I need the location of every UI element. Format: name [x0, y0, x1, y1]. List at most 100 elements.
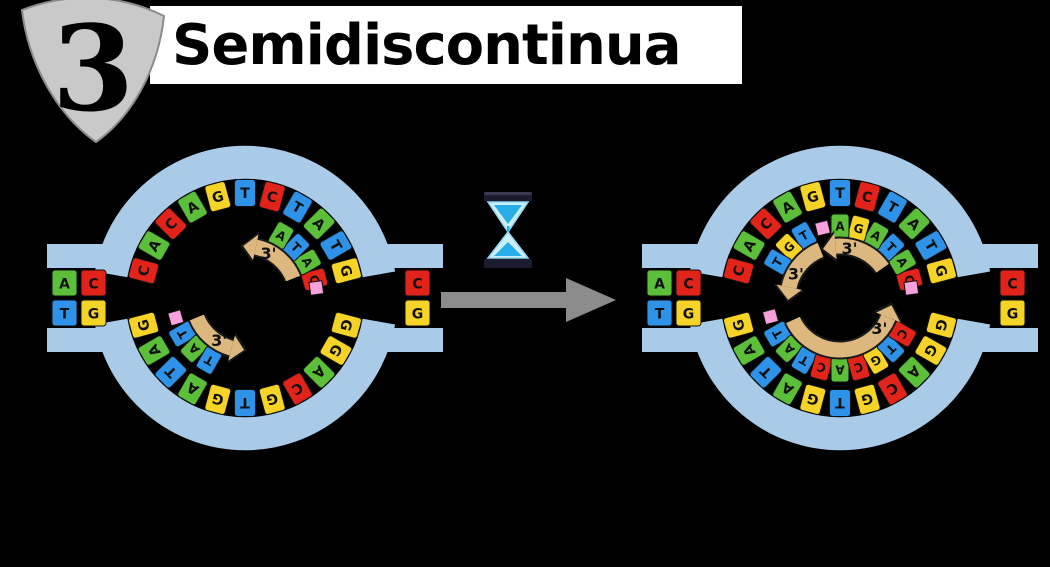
base-tile: A: [137, 335, 171, 366]
base-tile: G: [853, 383, 881, 415]
base-letter: G: [805, 389, 820, 407]
base-tile: T: [319, 230, 353, 261]
base-tile: A: [830, 357, 850, 383]
base-tile: C: [282, 372, 313, 406]
badge-number: 3: [52, 0, 134, 138]
base-letter: A: [835, 363, 845, 377]
base-tile: [404, 269, 431, 297]
base-letter: G: [336, 263, 354, 278]
base-tile: G: [330, 257, 362, 285]
synthesis-arrow-head: [776, 284, 802, 300]
base-tile: C: [877, 372, 908, 406]
synthesis-arrow: [781, 242, 824, 290]
base-tile: T: [234, 179, 256, 207]
base-tile: T: [876, 232, 906, 262]
base-tile: C: [128, 257, 160, 285]
base-letter: A: [59, 277, 70, 293]
base-letter: G: [730, 317, 748, 332]
base-tile: C: [154, 207, 188, 241]
badge-shape: [20, 0, 166, 144]
dna-strand-stub: [978, 328, 1038, 352]
base-tile: A: [774, 334, 804, 364]
transition-arrow-icon: [441, 278, 616, 322]
rna-primer: [167, 309, 185, 327]
base-tile: A: [179, 334, 209, 364]
base-letter: C: [88, 277, 98, 293]
hourglass-sand-bottom: [494, 242, 522, 256]
base-letter: G: [210, 188, 225, 206]
base-tile: T: [234, 389, 256, 417]
synthesis-arrow: [834, 238, 889, 273]
rna-primer: [761, 308, 780, 326]
base-tile: [675, 299, 702, 327]
base-tile: A: [897, 355, 931, 389]
base-letter: C: [815, 359, 827, 375]
base-tile: G: [846, 214, 871, 243]
base-letter: G: [135, 317, 153, 332]
base-tile: C: [723, 257, 755, 285]
base-tile: [51, 269, 78, 297]
base-letter: G: [931, 263, 949, 278]
base-tile: A: [897, 207, 931, 241]
rna-primer: [903, 280, 920, 296]
base-tile: A: [772, 190, 803, 224]
base-tile: A: [772, 372, 803, 406]
hourglass-sand-top: [494, 205, 522, 224]
base-tile: C: [809, 353, 834, 382]
base-tile: G: [799, 383, 827, 415]
base-letter: T: [240, 186, 250, 202]
title-banner: Semidiscontinua: [150, 6, 742, 84]
base-tile: G: [204, 181, 232, 213]
base-letter: G: [210, 389, 225, 407]
base-tile: T: [749, 355, 783, 389]
base-tile: T: [829, 389, 851, 417]
base-letter: G: [683, 307, 695, 323]
base-letter: A: [654, 277, 665, 293]
base-letter: T: [655, 307, 665, 323]
base-tile: C: [846, 353, 871, 382]
rna-primer: [308, 280, 325, 296]
base-tile: C: [258, 181, 286, 213]
base-tile: G: [925, 311, 957, 339]
dna-strand-stub: [383, 244, 443, 268]
base-tile: [80, 269, 107, 297]
base-letter: G: [1007, 307, 1019, 323]
page-title: Semidiscontinua: [172, 12, 681, 78]
three-prime-label: 3': [871, 319, 887, 338]
base-tile: [51, 299, 78, 327]
three-prime-label: 3': [211, 331, 227, 350]
hourglass-top-highlight: [484, 192, 532, 195]
plasmid-ring-arc: [94, 318, 396, 451]
base-tile: G: [319, 335, 353, 366]
plasmid-ring-arc: [689, 318, 991, 451]
base-tile: T: [195, 346, 223, 375]
base-letter: G: [88, 307, 100, 323]
base-tile: C: [853, 181, 881, 213]
base-tile: A: [732, 230, 766, 261]
synthesis-arrow: [189, 314, 234, 356]
base-letter: G: [931, 317, 949, 332]
base-letter: A: [835, 219, 845, 233]
three-prime-label: 3': [788, 265, 804, 284]
base-tile: T: [877, 190, 908, 224]
dna-strand-stub: [47, 244, 107, 268]
plasmid-ring-arc: [94, 145, 396, 278]
dna-strand-stub: [978, 244, 1038, 268]
synthesis-arrow: [786, 314, 896, 358]
base-tile: A: [302, 355, 336, 389]
base-tile: [675, 269, 702, 297]
base-letter: C: [852, 359, 864, 375]
base-tile: T: [829, 179, 851, 207]
base-tile: T: [168, 320, 197, 348]
base-tile: G: [330, 311, 362, 339]
base-tile: A: [732, 335, 766, 366]
base-tile: [80, 299, 107, 327]
base-tile: G: [799, 181, 827, 213]
base-tile: T: [154, 355, 188, 389]
base-tile: A: [137, 230, 171, 261]
base-letter: G: [805, 188, 820, 206]
base-letter: T: [835, 394, 845, 410]
